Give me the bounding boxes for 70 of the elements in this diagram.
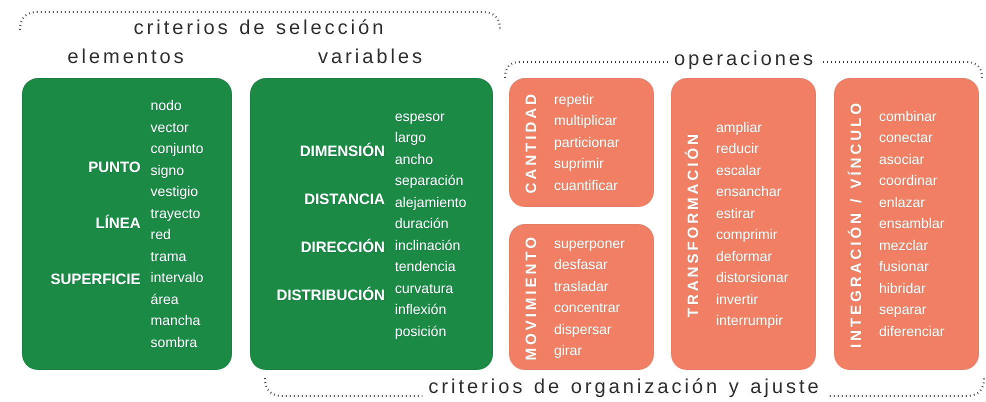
list-item: diferenciar [879,322,944,341]
list-item: mezclar [879,236,930,255]
list-item: desfasar [554,255,609,274]
category-label: SUPERFICIE [50,271,141,289]
list-item: conjunto [150,139,204,158]
list-item: enlazar [879,192,926,212]
category-label: DISTANCIA [304,191,385,209]
list-item: estirar [716,204,756,222]
list-item: repetir [554,90,595,109]
list-item: concentrar [554,298,622,317]
list-item: asociar [879,150,926,169]
category-label: DISTRIBUCIÓN [276,287,385,305]
group-title: operaciones [668,48,822,70]
list-item: sombra [150,332,198,352]
list-item: vestigio [150,182,199,201]
list-item: ensanchar [716,182,782,201]
list-item: red [150,225,172,244]
category-label: DIRECCIÓN [300,239,385,257]
list-item: combinar [879,106,938,126]
list-item: duración [394,214,450,234]
category-heading: INTEGRACIÓN / VÍNCULO [848,100,865,348]
category-heading: MOVIMIENTO [523,234,540,360]
list-item: particionar [554,132,620,152]
list-item: separación [394,171,464,190]
list-item: signo [150,160,185,180]
category-heading: variables [316,46,426,68]
list-item: trayecto [150,204,202,223]
list-item: trama [150,246,188,266]
list-item: escalar [716,160,762,180]
list-item: fusionar [879,257,930,276]
list-item: dispersar [554,320,613,339]
list-item: trasladar [554,276,610,296]
list-item: posición [394,322,448,341]
list-item: girar [554,341,584,360]
list-item: comprimir [716,225,778,244]
list-item: multiplicar [554,111,618,130]
list-item: interrumpir [716,311,784,330]
category-heading: TRANSFORMACIÓN [685,130,702,318]
list-item: largo [394,128,427,148]
category-heading: elementos [66,46,188,68]
group-title: criterios de organización y ajuste [422,376,828,398]
list-item: inclinación [394,236,462,255]
list-item: invertir [716,290,760,308]
list-item: superponer [554,234,625,253]
category-label: DIMENSIÓN [300,143,385,161]
list-item: espesor [394,106,446,126]
list-item: inflexión [394,300,448,320]
category-label: LÍNEA [96,215,141,233]
list-item: intervalo [150,268,204,287]
list-item: alejamiento [394,192,466,212]
list-item: cuantificar [554,176,619,195]
list-item: tendencia [394,257,457,276]
list-item: reducir [716,139,760,158]
list-item: coordinar [879,171,938,190]
category-heading: CANTIDAD [523,91,540,194]
list-item: separar [879,300,928,320]
category-label: PUNTO [88,159,141,177]
list-item: conectar [879,128,934,148]
list-item: mancha [150,311,202,330]
list-item: distorsionar [716,268,788,287]
list-item: área [150,290,180,308]
list-item: hibridar [879,278,927,298]
list-item: suprimir [554,154,605,174]
list-item: ancho [394,150,434,169]
list-item: curvatura [394,278,454,298]
list-item: vector [150,118,190,136]
list-item: ampliar [716,118,763,137]
list-item: deformar [716,246,774,266]
list-item: ensamblar [879,214,944,234]
list-item: nodo [150,96,183,115]
